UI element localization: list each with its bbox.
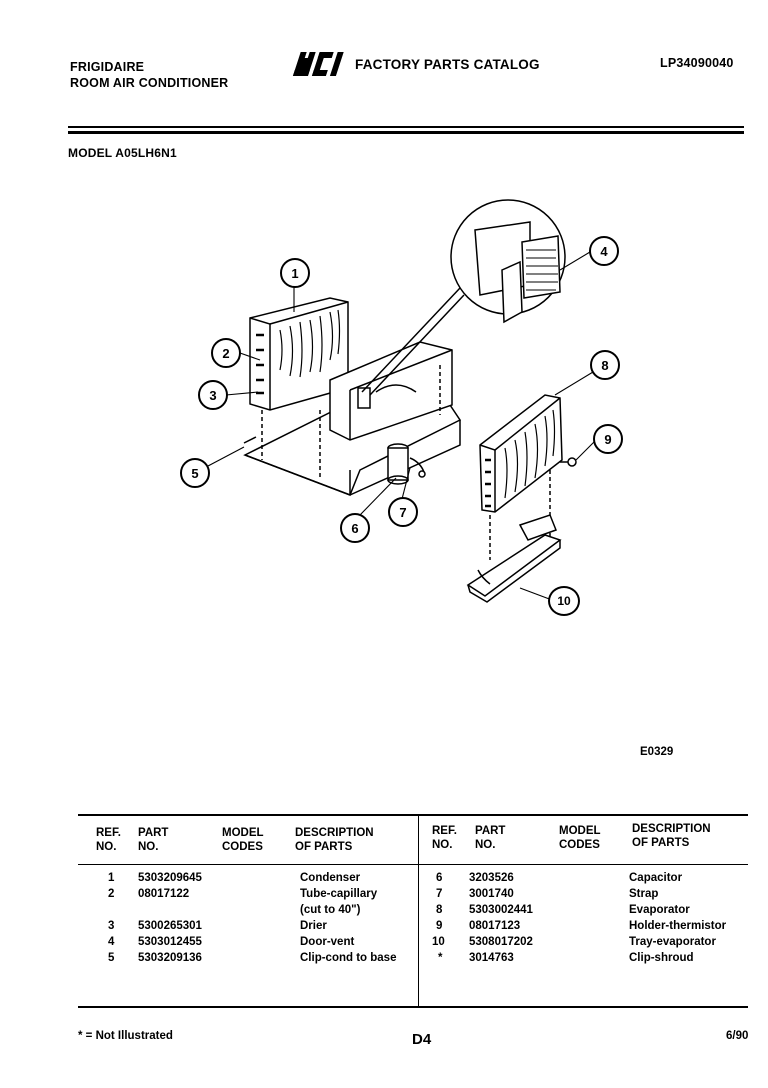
part-no: 5308017202 xyxy=(469,936,533,948)
table-row: 3 5300265301 Drier xyxy=(104,918,404,934)
callout-7: 7 xyxy=(388,497,418,527)
part-no: 5303002441 xyxy=(469,904,533,916)
part-no: 08017122 xyxy=(138,888,190,900)
ref-no: 3 xyxy=(108,920,115,932)
callout-4: 4 xyxy=(589,236,619,266)
description: (cut to 40") xyxy=(300,904,361,916)
holder-thermistor xyxy=(560,457,577,467)
table-bottom-rule xyxy=(78,1006,748,1008)
capacitor xyxy=(387,443,426,485)
callout-1: 1 xyxy=(280,258,310,288)
part-no: 5300265301 xyxy=(138,920,202,932)
catalog-title: FACTORY PARTS CATALOG xyxy=(355,57,540,72)
table-row: 1 5303209645 Condenser xyxy=(104,870,404,886)
description: Clip-shroud xyxy=(629,952,694,964)
exploded-diagram-drawing xyxy=(207,199,597,603)
callout-10: 10 xyxy=(548,586,580,616)
ref-no: 7 xyxy=(436,888,443,900)
callout-5: 5 xyxy=(180,458,210,488)
part-no: 5303012455 xyxy=(138,936,202,948)
description: Evaporator xyxy=(629,904,690,916)
part-no: 5303209645 xyxy=(138,872,202,884)
description: Drier xyxy=(300,920,327,932)
callout-leaders xyxy=(207,251,597,601)
clip-cond xyxy=(243,436,257,444)
table-center-divider xyxy=(418,814,419,1008)
header-rule-top xyxy=(68,126,744,128)
description: Condenser xyxy=(300,872,361,884)
table-row: 5 5303209136 Clip-cond to base xyxy=(104,950,404,966)
table-row: 6 3203526 Capacitor xyxy=(432,870,748,886)
table-row: 7 3001740 Strap xyxy=(432,886,748,902)
ref-no: 9 xyxy=(436,920,443,932)
description: Capacitor xyxy=(629,872,683,884)
product-name: ROOM AIR CONDITIONER xyxy=(70,76,229,90)
tray-evaporator xyxy=(466,514,562,603)
callout-8: 8 xyxy=(590,350,620,380)
table-row: 4 5303012455 Door-vent xyxy=(104,934,404,950)
table-row: 10 5308017202 Tray-evaporator xyxy=(432,934,748,950)
table-top-rule xyxy=(78,814,748,816)
part-no: 3014763 xyxy=(469,952,514,964)
description: Clip-cond to base xyxy=(300,952,397,964)
part-no: 3001740 xyxy=(469,888,514,900)
ref-no: 2 xyxy=(108,888,115,900)
part-no: 5303209136 xyxy=(138,952,202,964)
figure-code: E0329 xyxy=(640,746,674,758)
ref-no: 5 xyxy=(108,952,115,964)
table-row: (cut to 40") xyxy=(104,902,404,918)
table-row: 9 08017123 Holder-thermistor xyxy=(432,918,748,934)
description: Door-vent xyxy=(300,936,355,948)
table-row: 8 5303002441 Evaporator xyxy=(432,902,748,918)
description: Holder-thermistor xyxy=(629,920,727,932)
table-row: * 3014763 Clip-shroud xyxy=(432,950,748,966)
table-header-rule xyxy=(78,864,748,865)
ref-no: * xyxy=(438,952,443,964)
exploded-diagram: 1 2 3 4 5 6 7 8 9 10 xyxy=(150,190,650,630)
model-label: MODEL A05LH6N1 xyxy=(68,146,177,160)
header-rule-bottom xyxy=(68,131,744,134)
not-illustrated-note: * = Not Illustrated xyxy=(78,1030,173,1042)
callout-6: 6 xyxy=(340,513,370,543)
part-no: 08017123 xyxy=(469,920,521,932)
header-ref-no-right: REF.NO. xyxy=(432,825,457,851)
condenser-coil xyxy=(249,297,349,411)
door-vent-detail xyxy=(361,199,566,396)
callout-3: 3 xyxy=(198,380,228,410)
ref-no: 10 xyxy=(432,936,445,948)
page-number: D4 xyxy=(412,1031,432,1048)
catalog-number: LP34090040 xyxy=(660,56,734,70)
ref-no: 1 xyxy=(108,872,115,884)
brand-name: FRIGIDAIRE xyxy=(70,60,145,74)
ref-no: 8 xyxy=(436,904,443,916)
callout-9: 9 xyxy=(593,424,623,454)
description: Strap xyxy=(629,888,659,900)
description: Tube-capillary xyxy=(300,888,378,900)
parts-list-left: 1 5303209645 Condenser 2 08017122 Tube-c… xyxy=(104,870,404,966)
evaporator-coil xyxy=(479,394,563,560)
wci-logo xyxy=(290,48,352,80)
base-pan xyxy=(243,341,462,496)
catalog-date: 6/90 xyxy=(726,1030,749,1042)
ref-no: 4 xyxy=(108,936,115,948)
ref-no: 6 xyxy=(436,872,443,884)
wci-logo-graphic xyxy=(292,52,344,76)
header-ref-no-left: REF.NO. xyxy=(96,827,121,853)
description: Tray-evaporator xyxy=(629,936,716,948)
callout-2: 2 xyxy=(211,338,241,368)
part-no: 3203526 xyxy=(469,872,514,884)
table-row: 2 08017122 Tube-capillary xyxy=(104,886,404,902)
parts-list-right: 6 3203526 Capacitor 7 3001740 Strap 8 53… xyxy=(432,870,748,966)
